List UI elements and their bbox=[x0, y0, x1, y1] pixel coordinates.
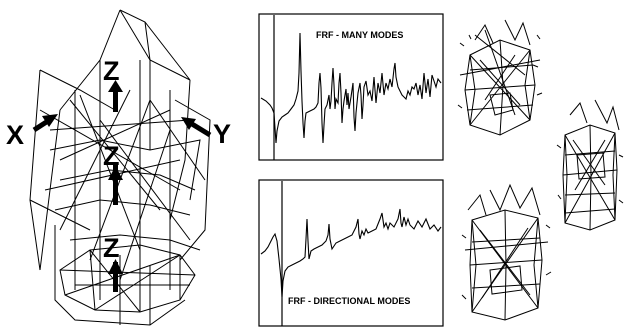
frf-panel-directional-modes: FRF - DIRECTIONAL MODES bbox=[258, 179, 444, 327]
x-axis-arrow bbox=[32, 114, 58, 133]
frf-curve bbox=[260, 208, 442, 298]
frf-title: FRF - DIRECTIONAL MODES bbox=[288, 296, 410, 306]
mode-shape-1 bbox=[457, 19, 543, 136]
z-label-bottom: Z bbox=[103, 233, 120, 263]
z-axis-arrows bbox=[108, 80, 123, 292]
z-arrow-mid-head bbox=[108, 166, 123, 180]
frf-curve bbox=[260, 32, 442, 144]
z-label-mid: Z bbox=[103, 141, 120, 171]
z-arrow-bottom-head bbox=[108, 259, 123, 274]
z-arrow-top-shaft bbox=[113, 88, 118, 112]
z-arrow-top-head bbox=[108, 80, 123, 92]
frf-frame bbox=[258, 13, 444, 161]
x-label: X bbox=[6, 120, 24, 150]
wireframe-mesh bbox=[29, 9, 211, 326]
y-axis-arrow bbox=[181, 117, 212, 138]
z-arrow-bottom-shaft bbox=[113, 262, 118, 292]
frf-panel-many-modes: FRF - MANY MODES bbox=[258, 13, 444, 161]
frf-frame bbox=[258, 179, 444, 327]
frf-title: FRF - MANY MODES bbox=[316, 30, 403, 40]
mode-shape-3 bbox=[461, 183, 552, 321]
structure-wireframe: Z Z Z X Y bbox=[6, 9, 231, 326]
mode-shape-2 bbox=[556, 99, 624, 231]
z-label-top: Z bbox=[103, 56, 120, 86]
y-label: Y bbox=[213, 119, 231, 149]
z-arrow-mid-shaft bbox=[113, 165, 118, 205]
